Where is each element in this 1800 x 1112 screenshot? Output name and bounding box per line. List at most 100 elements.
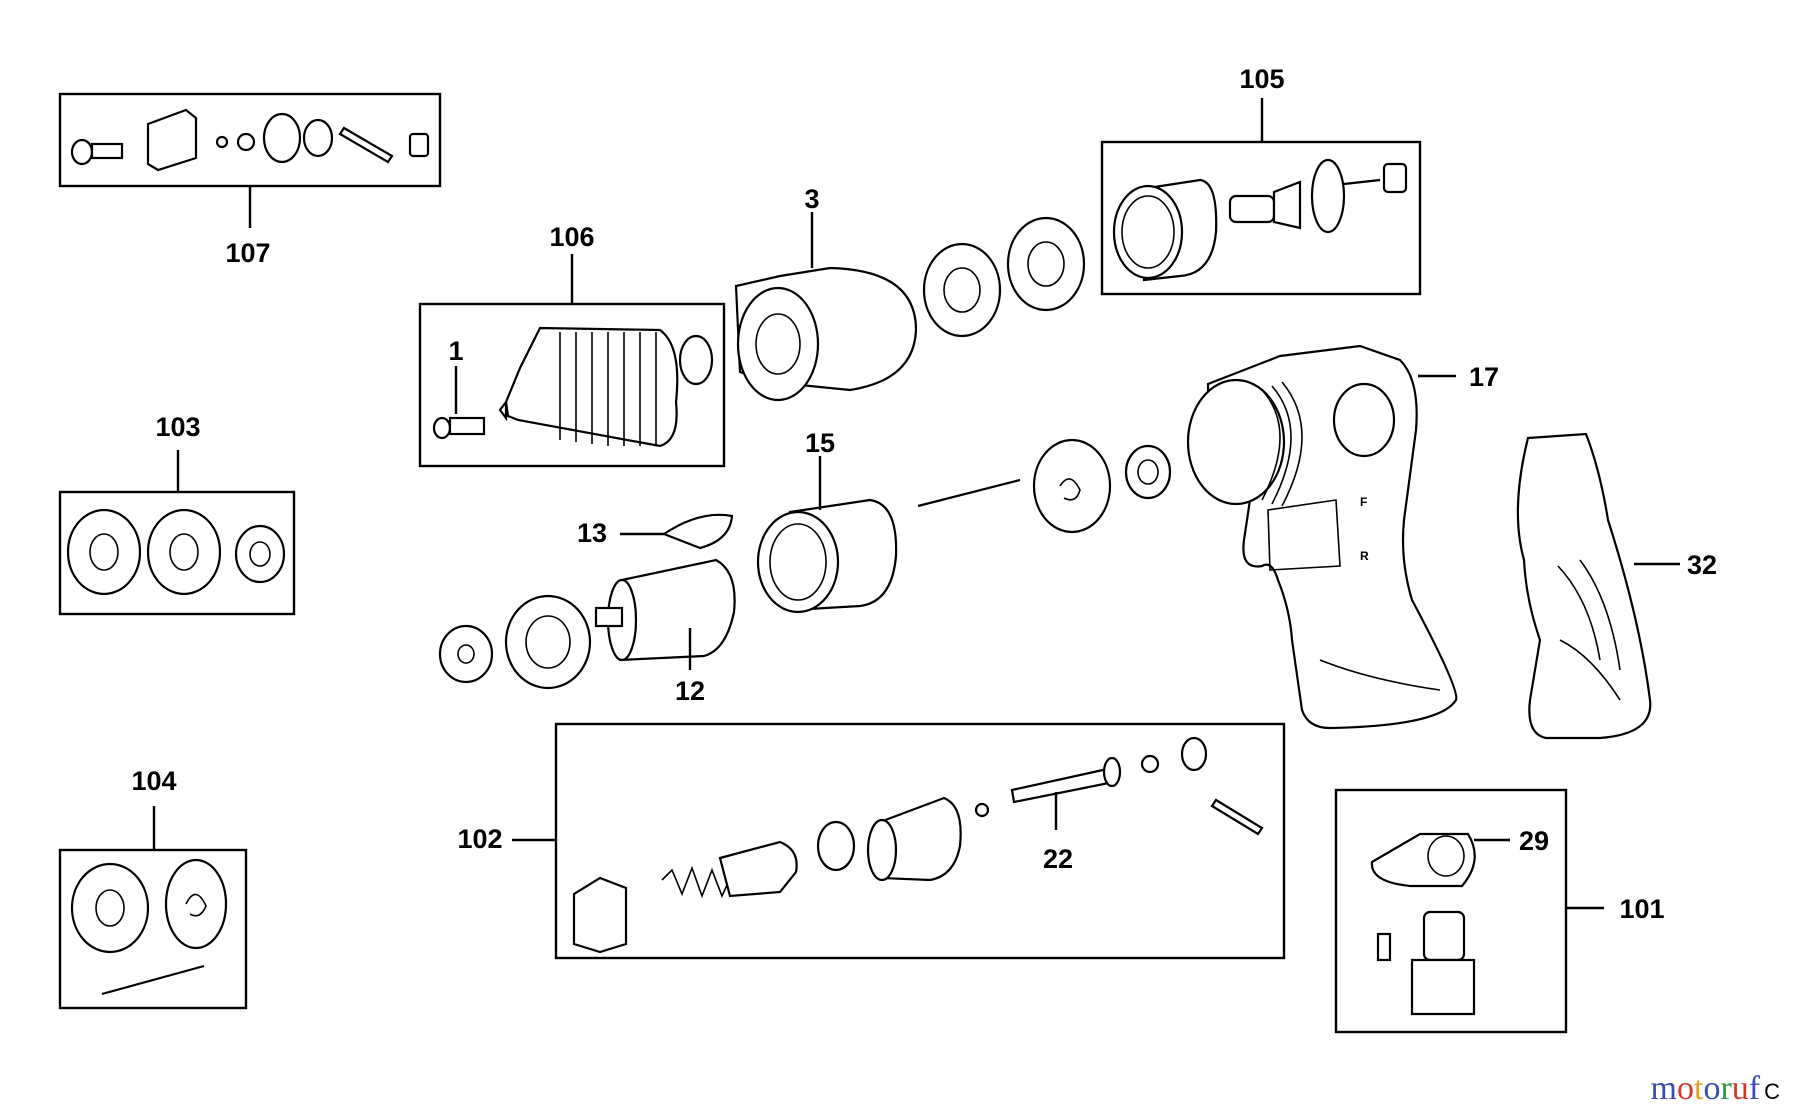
valve-actuator xyxy=(718,840,798,898)
washer xyxy=(236,132,256,152)
valve-spring xyxy=(661,865,733,899)
housing-dome xyxy=(1332,382,1396,458)
ring-gear-teeth xyxy=(1121,195,1175,269)
switch-mark-reverse: R xyxy=(1360,549,1369,563)
bearing-a-bore xyxy=(943,267,981,313)
housing-bore xyxy=(755,313,801,375)
rear-plate xyxy=(1032,438,1112,534)
bearing-b-bore xyxy=(1027,241,1065,287)
grip-edge xyxy=(1319,659,1441,691)
motor-parts: 13 15 12 xyxy=(438,428,1172,706)
rotor-shaft xyxy=(594,606,624,628)
spindle-plate xyxy=(1310,158,1346,234)
bearing-a xyxy=(922,242,1002,338)
valve-o-ring xyxy=(816,820,856,872)
switch-slot xyxy=(1267,499,1341,571)
valve-stem xyxy=(1010,766,1116,804)
part-group-106: 106 1 xyxy=(418,222,726,468)
part-group-101: 101 29 xyxy=(1334,788,1665,1034)
spindle-shaft xyxy=(1272,180,1302,230)
adapter-screw xyxy=(1376,932,1392,962)
bearing-103-c-bore xyxy=(249,541,271,567)
watermark-letter-2: o xyxy=(1677,1070,1694,1107)
label-103: 103 xyxy=(155,412,200,442)
kit-box-101 xyxy=(1334,788,1568,1034)
screw-thread xyxy=(90,142,124,160)
label-12: 12 xyxy=(675,676,705,706)
watermark-letter-5: r xyxy=(1720,1070,1732,1107)
end-plate xyxy=(504,594,592,690)
watermark-letter-6: u xyxy=(1731,1070,1749,1107)
watermark-suffix: C xyxy=(1764,1079,1780,1104)
swivel-29 xyxy=(1370,832,1476,888)
valve-pin xyxy=(1210,798,1264,836)
chuck-knurling xyxy=(559,332,657,446)
cylinder-15-face xyxy=(756,510,840,614)
small-washer xyxy=(215,135,229,149)
grip-ribs xyxy=(1557,559,1621,701)
spindle-gear xyxy=(1382,162,1408,194)
label-106: 106 xyxy=(549,222,594,252)
bearing-b xyxy=(1006,216,1086,312)
label-15: 15 xyxy=(805,428,835,458)
watermark-letter-7: f xyxy=(1748,1070,1761,1107)
o-ring-large xyxy=(262,112,302,164)
housing-bearing-bore xyxy=(1137,459,1159,485)
bearing-103-a xyxy=(66,508,142,596)
rear-bearing-bore xyxy=(457,644,475,664)
adapter-thread xyxy=(1422,910,1466,962)
ring-gear-face xyxy=(1112,184,1184,280)
label-17: 17 xyxy=(1469,362,1499,392)
label-13: 13 xyxy=(577,518,607,548)
part-group-105: 105 xyxy=(1100,64,1422,296)
end-plate-104-a-bore xyxy=(95,889,125,927)
part-3-housing: 3 xyxy=(734,184,1086,402)
stem-o-ring xyxy=(1180,736,1208,772)
end-plate-104-b xyxy=(164,858,228,950)
valve-stem-head xyxy=(1102,756,1122,788)
valve-washer xyxy=(974,802,990,818)
watermark-letter-1: m xyxy=(1650,1070,1677,1107)
set-screw xyxy=(408,132,430,158)
housing-bearing xyxy=(1124,444,1172,500)
valve-sleeve xyxy=(878,796,962,882)
part-17-housing: F R 17 xyxy=(1186,344,1499,730)
chuck-screw-head xyxy=(432,416,452,440)
o-ring xyxy=(302,118,334,158)
adapter-hex xyxy=(1410,958,1476,1016)
label-101: 101 xyxy=(1619,894,1664,924)
bearing-103-b-bore xyxy=(169,533,199,571)
vane-13 xyxy=(661,513,734,550)
spindle-pin xyxy=(1343,178,1381,186)
rotor-12 xyxy=(618,558,736,662)
part-group-104: 104 xyxy=(58,766,248,1010)
label-22: 22 xyxy=(1043,844,1073,874)
part-group-103: 103 xyxy=(58,412,296,616)
chuck-washer xyxy=(678,334,714,386)
rear-plate-slot xyxy=(1059,478,1081,501)
watermark-letter-3: t xyxy=(1694,1070,1704,1107)
swivel-29-bore xyxy=(1427,835,1465,877)
label-3: 3 xyxy=(804,184,819,214)
pin-104 xyxy=(101,964,205,996)
label-105: 105 xyxy=(1239,64,1284,94)
housing-threads xyxy=(1261,381,1303,507)
label-32: 32 xyxy=(1687,550,1717,580)
label-107: 107 xyxy=(225,238,270,268)
switch-mark-forward: F xyxy=(1360,495,1367,509)
label-29: 29 xyxy=(1519,826,1549,856)
housing-threaded-nose xyxy=(1186,378,1286,506)
valve-sleeve-face xyxy=(866,818,898,882)
end-plate-104-a xyxy=(70,862,150,954)
watermark-letter-4: o xyxy=(1703,1070,1721,1107)
part-32-grip: 32 xyxy=(1516,432,1717,740)
cylinder-15-bore xyxy=(769,523,827,601)
end-plate-104-b-slot xyxy=(185,893,207,917)
housing-face xyxy=(736,286,820,402)
screw-head xyxy=(70,138,94,166)
pin xyxy=(338,126,394,164)
switch-block xyxy=(146,108,198,172)
rubber-grip xyxy=(1516,432,1652,740)
stem-washer xyxy=(1140,754,1160,774)
